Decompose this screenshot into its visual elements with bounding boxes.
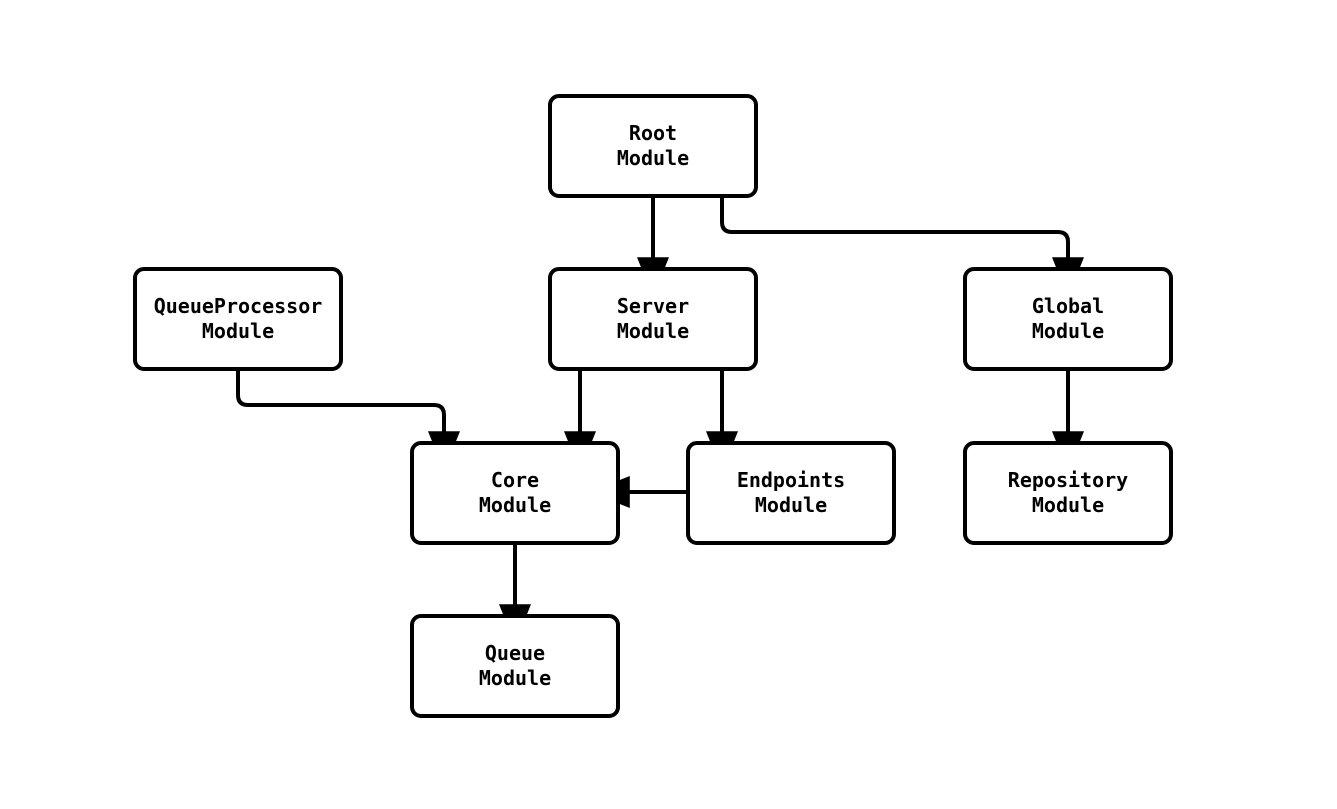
node-label-primary: Endpoints: [736, 468, 846, 492]
node-label-secondary: Module: [478, 493, 552, 517]
node-label-secondary: Module: [616, 146, 690, 170]
edge-root-global: [720, 198, 1084, 298]
edge-queueprocessor-core: [236, 371, 460, 472]
node-label-secondary: Module: [616, 319, 690, 343]
node-label-primary: Repository: [1007, 468, 1129, 492]
node-label-primary: Root: [628, 121, 678, 145]
node-label-secondary: Module: [201, 319, 275, 343]
node-label-primary: QueueProcessor: [153, 294, 323, 318]
node-label-primary: Global: [1031, 294, 1105, 318]
node-label-primary: Queue: [484, 641, 546, 665]
node-label-secondary: Module: [1031, 493, 1105, 517]
node-label-primary: Core: [490, 468, 540, 492]
node-label-secondary: Module: [754, 493, 828, 517]
node-label-primary: Server: [616, 294, 690, 318]
edges-group: [236, 198, 1084, 645]
node-label-secondary: Module: [1031, 319, 1105, 343]
node-label-secondary: Module: [478, 666, 552, 690]
